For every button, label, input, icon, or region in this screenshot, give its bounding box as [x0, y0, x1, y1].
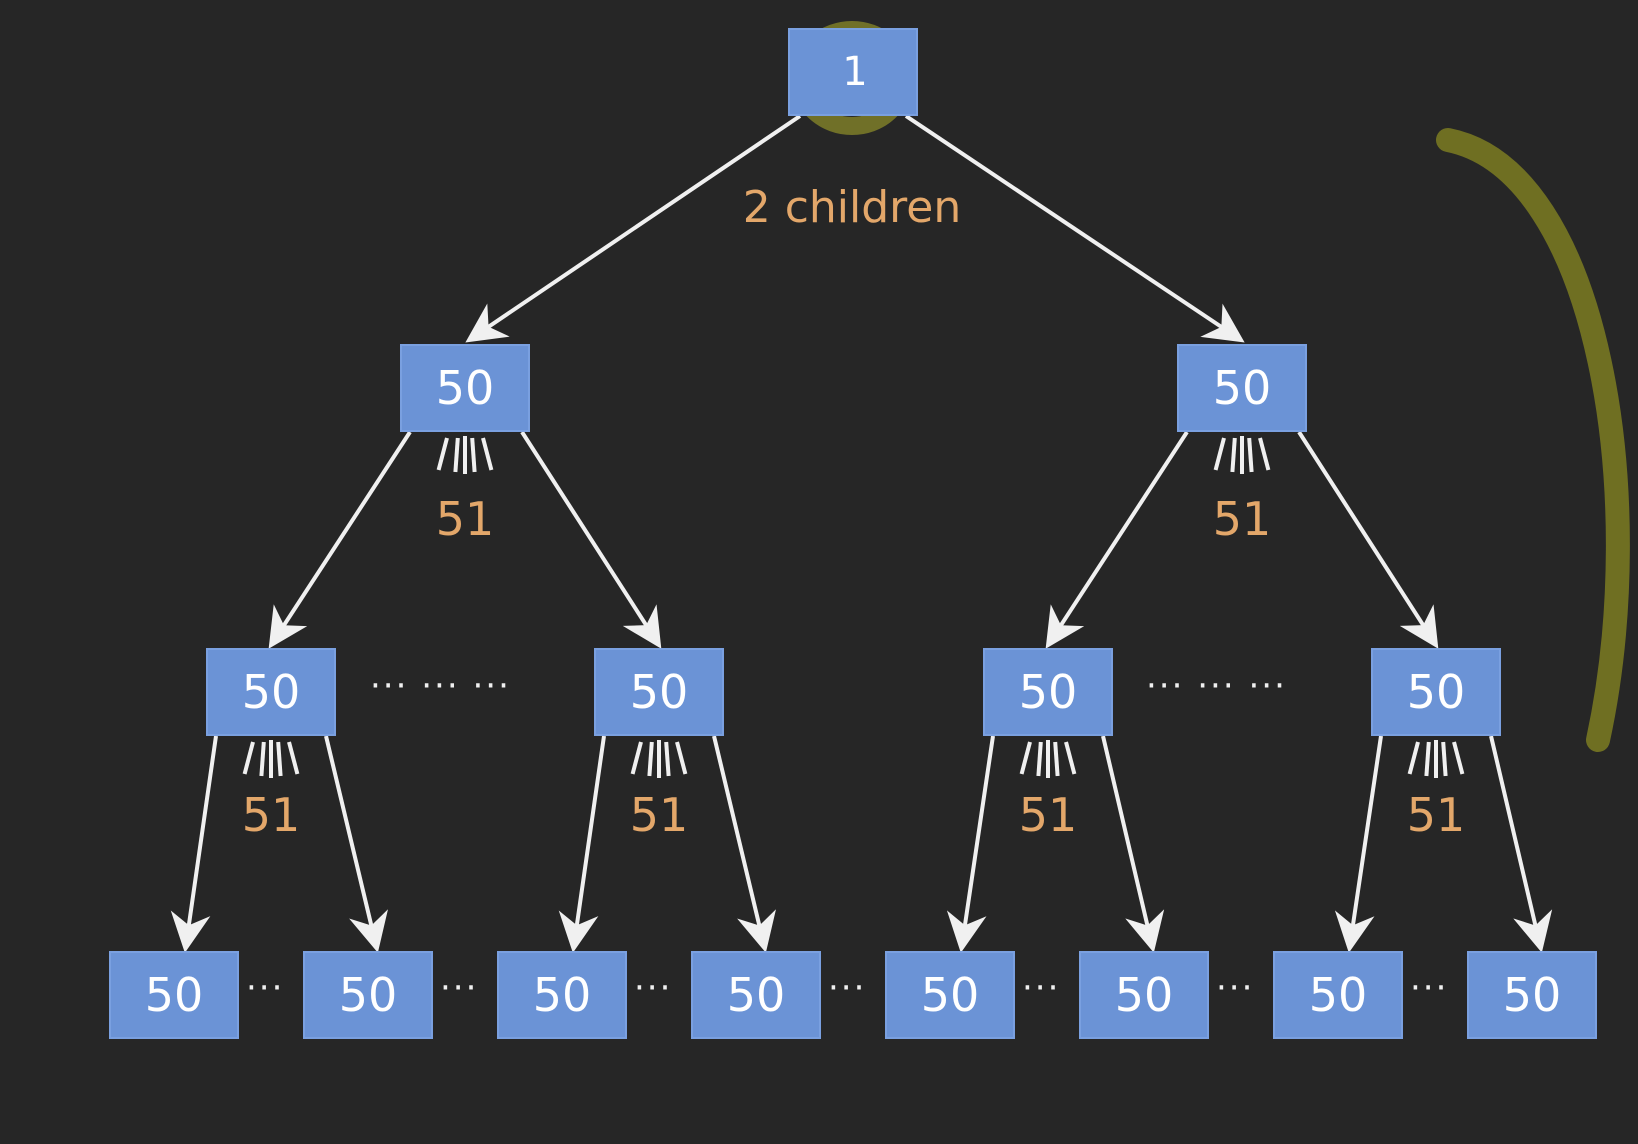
child-pointer-tick [1441, 741, 1448, 777]
children-count-label: 51 [1018, 788, 1078, 842]
child-pointer-tick [453, 437, 460, 473]
tree-edge-arrow [1297, 430, 1439, 649]
leaf-node: 50 [885, 951, 1015, 1039]
children-count-label: 51 [629, 788, 689, 842]
child-pointer-tick [259, 741, 266, 777]
tree-edge-arrow [1334, 735, 1383, 953]
child-pointer-tick [287, 741, 300, 775]
level2-ellipsis: ··· ··· ··· [370, 666, 511, 706]
level1-node: 50 [1177, 344, 1307, 432]
tree-edge-arrow [268, 430, 412, 649]
tree-edge-arrow [465, 114, 802, 343]
leaf-node: 50 [1079, 951, 1209, 1039]
child-pointer-tick [481, 437, 494, 471]
level2-node: 50 [983, 648, 1113, 736]
children-count-label: 51 [1212, 492, 1272, 546]
level2-ellipsis: ··· ··· ··· [1146, 666, 1287, 706]
level2-node: 50 [594, 648, 724, 736]
leaf-node: 50 [497, 951, 627, 1039]
level2-node: 50 [206, 648, 336, 736]
child-pointer-tick [242, 741, 255, 775]
tree-edge-arrow [1045, 430, 1189, 649]
leaf-ellipsis: ··· [1022, 968, 1061, 1008]
tree-edge-arrow [324, 735, 389, 953]
child-pointer-tick [1407, 741, 1420, 775]
child-pointer-tick [1247, 437, 1254, 473]
tree-edge-arrow [1489, 735, 1553, 953]
tree-edge-arrow [904, 114, 1245, 343]
leaf-ellipsis: ··· [1216, 968, 1255, 1008]
child-pointer-tick [1213, 437, 1226, 471]
child-pointer-tick [276, 741, 283, 777]
child-pointers-fan [242, 740, 300, 778]
child-pointer-tick [1258, 437, 1271, 471]
leaf-ellipsis: ··· [440, 968, 479, 1008]
child-pointer-tick [1019, 741, 1032, 775]
tree-edge-arrow [946, 735, 995, 953]
root-node: 1 [788, 28, 918, 116]
child-pointer-tick [664, 741, 671, 777]
leaf-node: 50 [1467, 951, 1597, 1039]
child-pointer-tick [1036, 741, 1043, 777]
child-pointer-tick [1424, 741, 1431, 777]
child-pointer-tick [1452, 741, 1465, 775]
leaf-node: 50 [109, 951, 239, 1039]
child-pointers-fan [1407, 740, 1465, 778]
child-pointers-fan [1019, 740, 1077, 778]
bracket-annotation [1436, 128, 1630, 752]
child-pointer-tick [1230, 437, 1237, 473]
leaf-ellipsis: ··· [634, 968, 673, 1008]
child-pointers-fan [630, 740, 688, 778]
root-children-label: 2 children [742, 182, 962, 233]
child-pointer-tick [1064, 741, 1077, 775]
tree-edge-arrow [712, 735, 777, 953]
level2-node: 50 [1371, 648, 1501, 736]
leaf-node: 50 [303, 951, 433, 1039]
leaf-ellipsis: ··· [828, 968, 867, 1008]
level1-node: 50 [400, 344, 530, 432]
child-pointer-tick [630, 741, 643, 775]
child-pointer-tick [1053, 741, 1060, 777]
tree-edge-arrow [1101, 735, 1165, 953]
children-count-label: 51 [435, 492, 495, 546]
tree-edge-arrow [558, 735, 606, 953]
child-pointer-tick [675, 741, 688, 775]
child-pointers-fan [436, 436, 494, 474]
children-count-label: 51 [241, 788, 301, 842]
tree-edge-arrow [520, 430, 662, 649]
child-pointer-tick [470, 437, 477, 473]
root-node-value: 1 [842, 49, 868, 95]
child-pointer-tick [647, 741, 654, 777]
leaf-node: 50 [1273, 951, 1403, 1039]
leaf-ellipsis: ··· [1410, 968, 1449, 1008]
tree-edge-arrow [170, 735, 218, 953]
child-pointers-fan [1213, 436, 1271, 474]
leaf-ellipsis: ··· [246, 968, 285, 1008]
child-pointer-tick [436, 437, 449, 471]
leaf-node: 50 [691, 951, 821, 1039]
children-count-label: 51 [1406, 788, 1466, 842]
